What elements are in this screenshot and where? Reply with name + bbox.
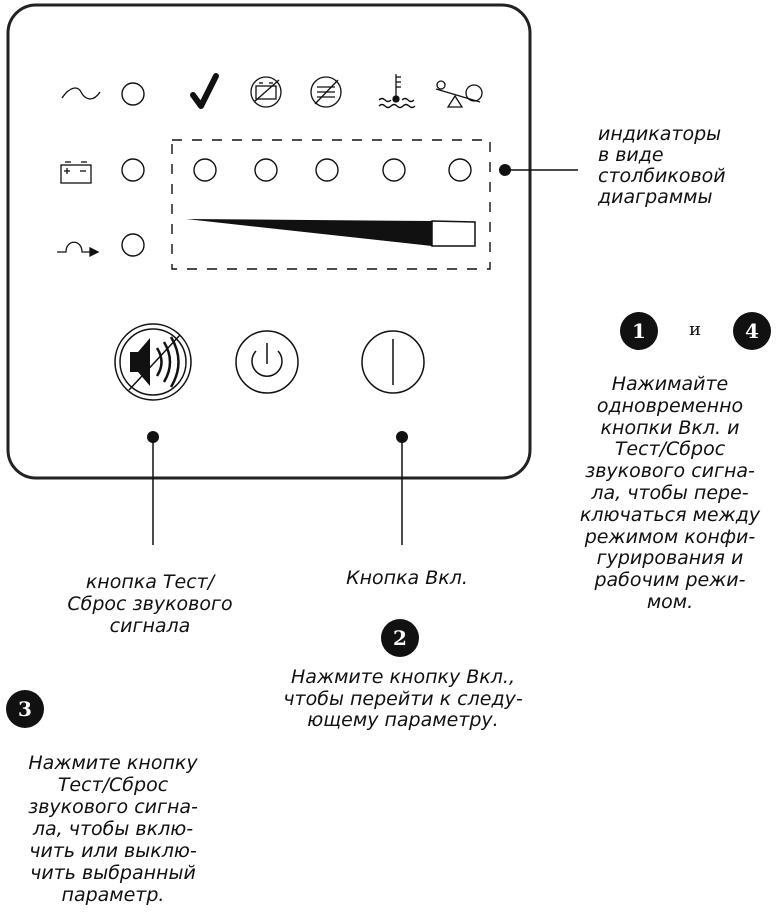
step-and-connector: и	[689, 319, 701, 340]
load-balance-icon	[435, 80, 483, 108]
on-button-label: Кнопка Вкл.	[346, 567, 468, 589]
step-3-badge: 3	[6, 690, 44, 728]
combined-step-text: Нажимайте одновременно кнопки Вкл. и Тес…	[579, 373, 761, 613]
bar-graph-frame	[171, 139, 491, 270]
bar-graph-wedge	[186, 219, 476, 247]
overload-icon	[310, 76, 342, 108]
test-reset-button-label: кнопка Тест/ Сброс звукового сигнала	[67, 571, 233, 637]
bar-graph-led-3	[315, 158, 339, 182]
bar-graph-led-2	[254, 158, 278, 182]
bypass-icon	[57, 241, 100, 258]
bar-graph-led-1	[193, 158, 217, 182]
battery-replace-icon	[250, 76, 282, 108]
on-button[interactable]	[361, 330, 425, 394]
step-1-badge: 1	[620, 312, 658, 350]
battery-icon	[60, 161, 92, 184]
led-battery	[121, 158, 145, 182]
standby-button[interactable]	[235, 330, 299, 394]
step-2-text: Нажмите кнопку Вкл., чтобы перейти к сле…	[283, 666, 523, 731]
power-standby-icon	[251, 343, 283, 377]
bar-graph-led-5	[448, 158, 472, 182]
temperature-icon	[378, 74, 416, 109]
bar-graph-indicators-label: индикаторы в виде столбиковой диаграммы	[598, 123, 726, 208]
audible-alarm-icon	[128, 334, 181, 391]
step-2-badge: 2	[381, 619, 419, 657]
checkmark-icon	[190, 73, 219, 109]
step-4-badge: 4	[733, 312, 771, 350]
led-utility	[121, 82, 145, 106]
led-bypass	[121, 233, 145, 257]
step-3-text: Нажмите кнопку Тест/Сброс звукового сигн…	[28, 752, 198, 906]
bar-graph-led-4	[382, 158, 406, 182]
bar-graph-leader-dot	[499, 164, 511, 176]
utility-power-icon	[61, 87, 101, 100]
test-reset-button[interactable]	[114, 323, 192, 401]
